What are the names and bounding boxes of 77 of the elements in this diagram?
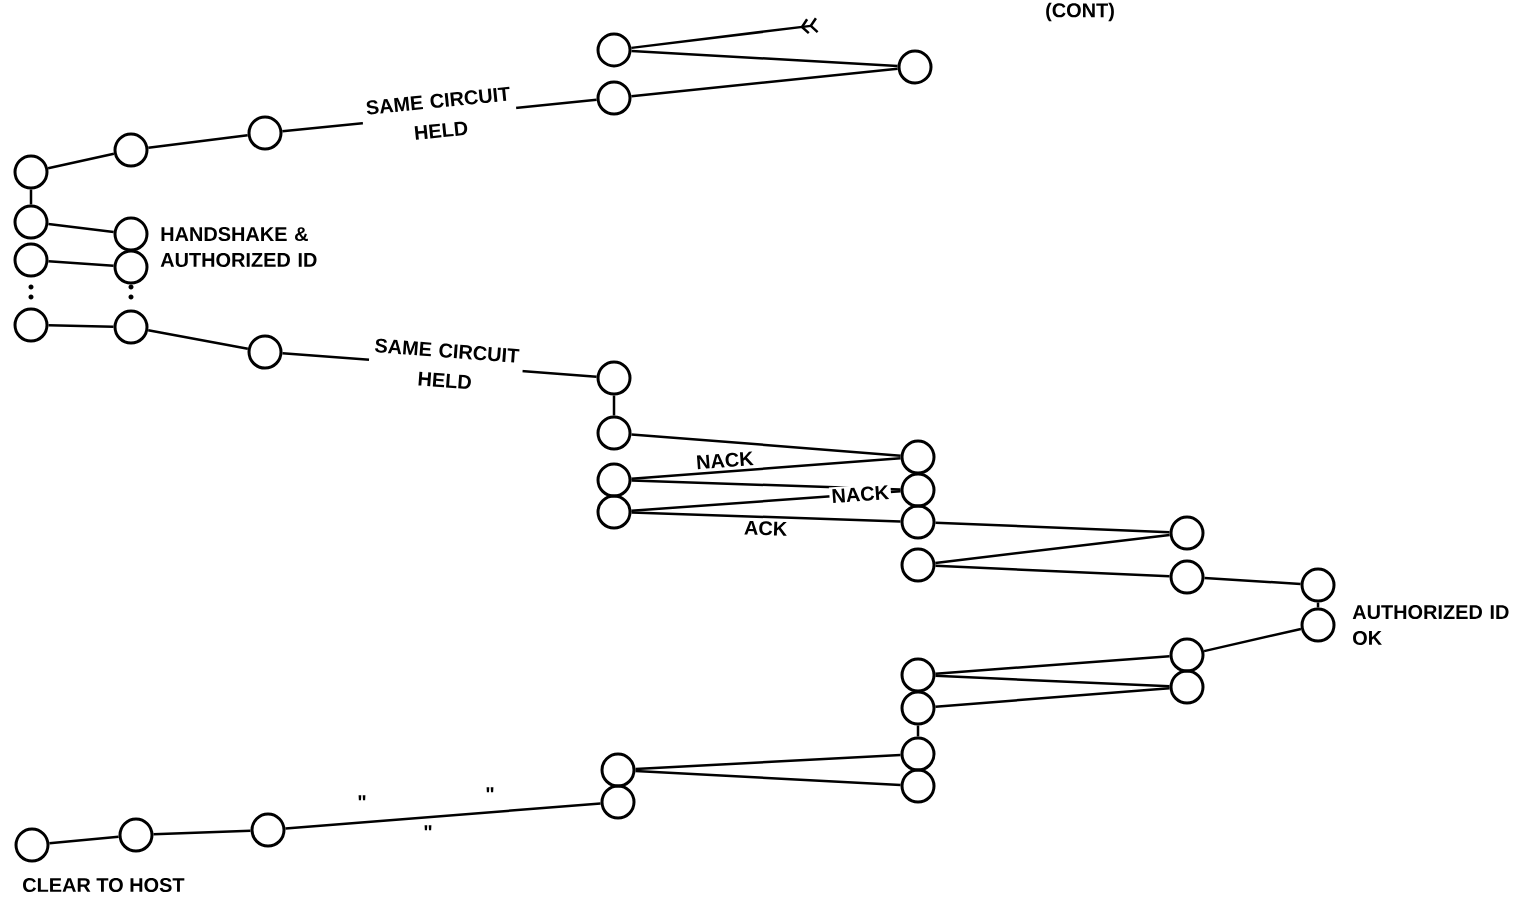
note-label: HANDSHAKE & AUTHORIZED ID — [160, 227, 317, 267]
state-circle — [1169, 515, 1205, 551]
connector-line — [935, 564, 1170, 578]
state-circle — [897, 49, 933, 85]
state-circle — [113, 309, 149, 345]
state-circle — [118, 817, 154, 853]
state-circle — [600, 752, 636, 788]
connector-line — [1316, 602, 1320, 608]
connector-line — [148, 133, 248, 150]
connector-line — [147, 329, 249, 351]
connector-line — [916, 725, 920, 737]
connector-line — [635, 753, 901, 771]
state-circle — [113, 216, 149, 252]
state-circle — [596, 415, 632, 451]
state-circle — [596, 80, 632, 116]
state-circle — [900, 768, 936, 804]
state-circle — [113, 249, 149, 285]
edge-label: SAME CIRCUIT HELD — [367, 335, 525, 395]
state-circle — [900, 657, 936, 693]
note-label: (CONT) — [1046, 2, 1114, 22]
state-circle — [250, 812, 286, 848]
state-circle — [900, 472, 936, 508]
connector-line — [935, 687, 1170, 708]
connector-line — [153, 829, 251, 836]
edge-label: NACK — [828, 482, 892, 506]
note-label: AUTHORIZED ID OK — [1352, 605, 1509, 645]
connector-line — [612, 395, 616, 416]
connector-line — [935, 674, 1170, 688]
connector-line — [285, 802, 601, 830]
note-label: " — [486, 787, 494, 793]
connector-line — [49, 835, 119, 845]
state-circle — [900, 547, 936, 583]
connector-line — [631, 67, 898, 98]
state-circle — [1169, 559, 1205, 595]
state-circle — [13, 204, 49, 240]
connector-line — [631, 511, 901, 523]
state-circle — [14, 827, 50, 863]
state-circle — [1300, 607, 1336, 643]
state-circle — [596, 32, 632, 68]
connector-line — [631, 433, 901, 457]
connector-line — [48, 222, 114, 234]
connector-line — [631, 457, 901, 480]
state-circle — [247, 115, 283, 151]
state-circle — [900, 439, 936, 475]
state-circle — [13, 154, 49, 190]
edge-label: ACK — [741, 518, 790, 539]
note-label: " — [358, 795, 366, 801]
connector-line — [635, 769, 901, 787]
state-circle — [113, 132, 149, 168]
connector-line — [935, 521, 1170, 534]
state-circle — [900, 504, 936, 540]
connector-line — [1203, 627, 1302, 653]
connector-line — [29, 189, 33, 205]
state-circle — [900, 690, 936, 726]
state-circle — [1300, 567, 1336, 603]
connector-line — [47, 152, 115, 170]
state-circle — [600, 784, 636, 820]
state-circle — [596, 494, 632, 530]
edge-label: NACK — [693, 449, 757, 472]
note-label: " — [424, 825, 432, 831]
state-circle — [596, 360, 632, 396]
state-circle — [247, 334, 283, 370]
state-circle — [13, 307, 49, 343]
state-circle — [1169, 637, 1205, 673]
state-circle — [900, 736, 936, 772]
connector-line — [935, 533, 1170, 565]
connector-line — [631, 49, 898, 68]
connector-line — [48, 324, 114, 328]
connector-line — [48, 260, 114, 268]
connector-line — [1204, 576, 1301, 586]
edge-label: SAME CIRCUIT HELD — [360, 84, 519, 147]
state-circle — [596, 462, 632, 498]
note-label: CLEAR TO HOST — [23, 877, 185, 893]
state-circle — [1169, 669, 1205, 705]
state-circle — [13, 242, 49, 278]
arrow — [631, 17, 819, 50]
connector-line — [935, 655, 1170, 675]
